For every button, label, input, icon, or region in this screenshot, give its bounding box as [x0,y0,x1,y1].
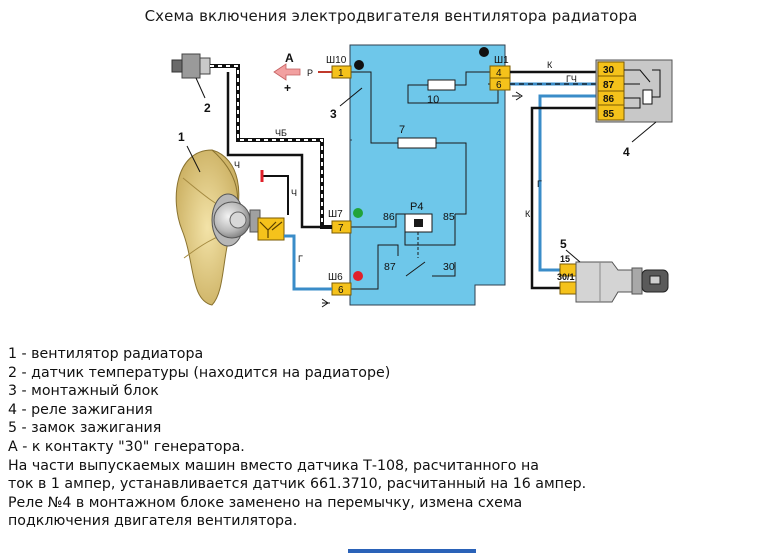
ignition-switch [559,261,669,303]
ground-lead [262,175,289,215]
legend-line: A - к контакту "30" генератора. [8,438,245,455]
block-marker-top-right [479,47,489,57]
wire-ch [226,72,332,229]
legend-line: 2 - датчик температуры (находится на рад… [8,364,391,381]
wire-label-ch: Ч [234,160,240,170]
callout-1: 1 [178,130,185,144]
radiator-fan [175,149,261,306]
wiring-diagram: 10 7 Р4 86 85 87 30 1 4 6 7 6 Ш10 Ш1 Ш7 … [171,44,673,308]
resistor-7-label: 7 [399,124,405,136]
wire-k-right [530,106,598,290]
generator-arrow [273,63,301,81]
relay-terminal-86: 86 [383,211,395,223]
callout-3: 3 [330,107,337,121]
note-line: Реле №4 в монтажном блоке заменено на пе… [8,494,523,511]
callout-5: 5 [560,237,567,251]
pointer-plus-sign: + [284,81,291,95]
mounting-block [349,44,506,306]
relay-terminal-30: 30 [443,261,455,273]
switch-terminal-30-1: 30/1 [557,272,575,282]
note-line: ток в 1 ампер, устанавливается датчик 66… [8,476,587,493]
pin-sh1-4-label: 4 [496,68,502,79]
legend-line: 4 - реле зажигания [8,401,153,418]
block-marker-top-left [354,60,364,70]
relay-p4 [404,213,456,277]
relay4-terminal-30: 30 [603,65,615,76]
note-line: подключения двигателя вентилятора. [8,513,298,530]
wire-label-chb: ЧБ [275,128,287,138]
ground-symbol-sh6 [321,298,330,308]
wire-label-r: Р [307,68,313,78]
wire-label-k-top: К [547,60,553,70]
diagram-title: Схема включения электродвигателя вентиля… [144,7,638,25]
wire-g-left [284,234,332,291]
wire-label-gch: ГЧ [566,74,577,84]
callout-2-line [195,77,206,99]
callout-5-line [565,249,581,263]
block-marker-green [353,208,363,218]
callout-4-line [631,121,657,143]
connector-sh6: Ш6 [328,272,343,283]
block-marker-red [353,271,363,281]
switch-terminal-15: 15 [560,254,570,264]
resistor-10-label: 10 [427,94,439,106]
resistor-7 [397,137,437,149]
relay-terminal-87: 87 [384,261,396,273]
note-line: На части выпускаемых машин вместо датчик… [8,457,539,474]
callout-4: 4 [623,145,630,159]
resistor-10 [427,79,456,91]
legend: 1 - вентилятор радиатора 2 - датчик темп… [8,345,778,531]
temperature-sensor [171,53,211,79]
pointer-letter-a: A [285,51,294,65]
connector-sh7: Ш7 [328,209,343,220]
pin-sh1-6-label: 6 [496,80,502,91]
ground-symbol-sh1 [512,91,523,101]
relay-terminal-85: 85 [443,211,455,223]
legend-line: 1 - вентилятор радиатора [8,346,204,362]
callout-3-line [339,87,363,107]
pin-sh7-7-label: 7 [338,223,344,234]
legend-line: 5 - замок зажигания [8,420,162,437]
legend-line: 3 - монтажный блок [8,383,159,400]
callout-1-line [186,145,201,173]
wire-label-g-right: Г [537,179,542,189]
relay4-terminal-87: 87 [603,80,615,91]
wire-label-k-right: К [525,209,531,219]
relay4-terminal-86: 86 [603,94,615,105]
callout-2: 2 [204,101,211,115]
connector-sh10: Ш10 [326,55,347,66]
pin-sh6-6-label: 6 [338,285,344,296]
page-bottom-bar [348,549,476,553]
wire-g-right [538,94,598,272]
ignition-relay [595,59,673,123]
wire-label-g-left: Г [298,254,303,264]
relay-p4-label: Р4 [410,201,423,213]
pin-sh10-1-label: 1 [338,68,344,79]
fan-connector [257,217,285,241]
connector-sh1: Ш1 [494,55,509,66]
relay4-terminal-85: 85 [603,109,615,120]
ground-lead-label: Ч [291,188,297,198]
